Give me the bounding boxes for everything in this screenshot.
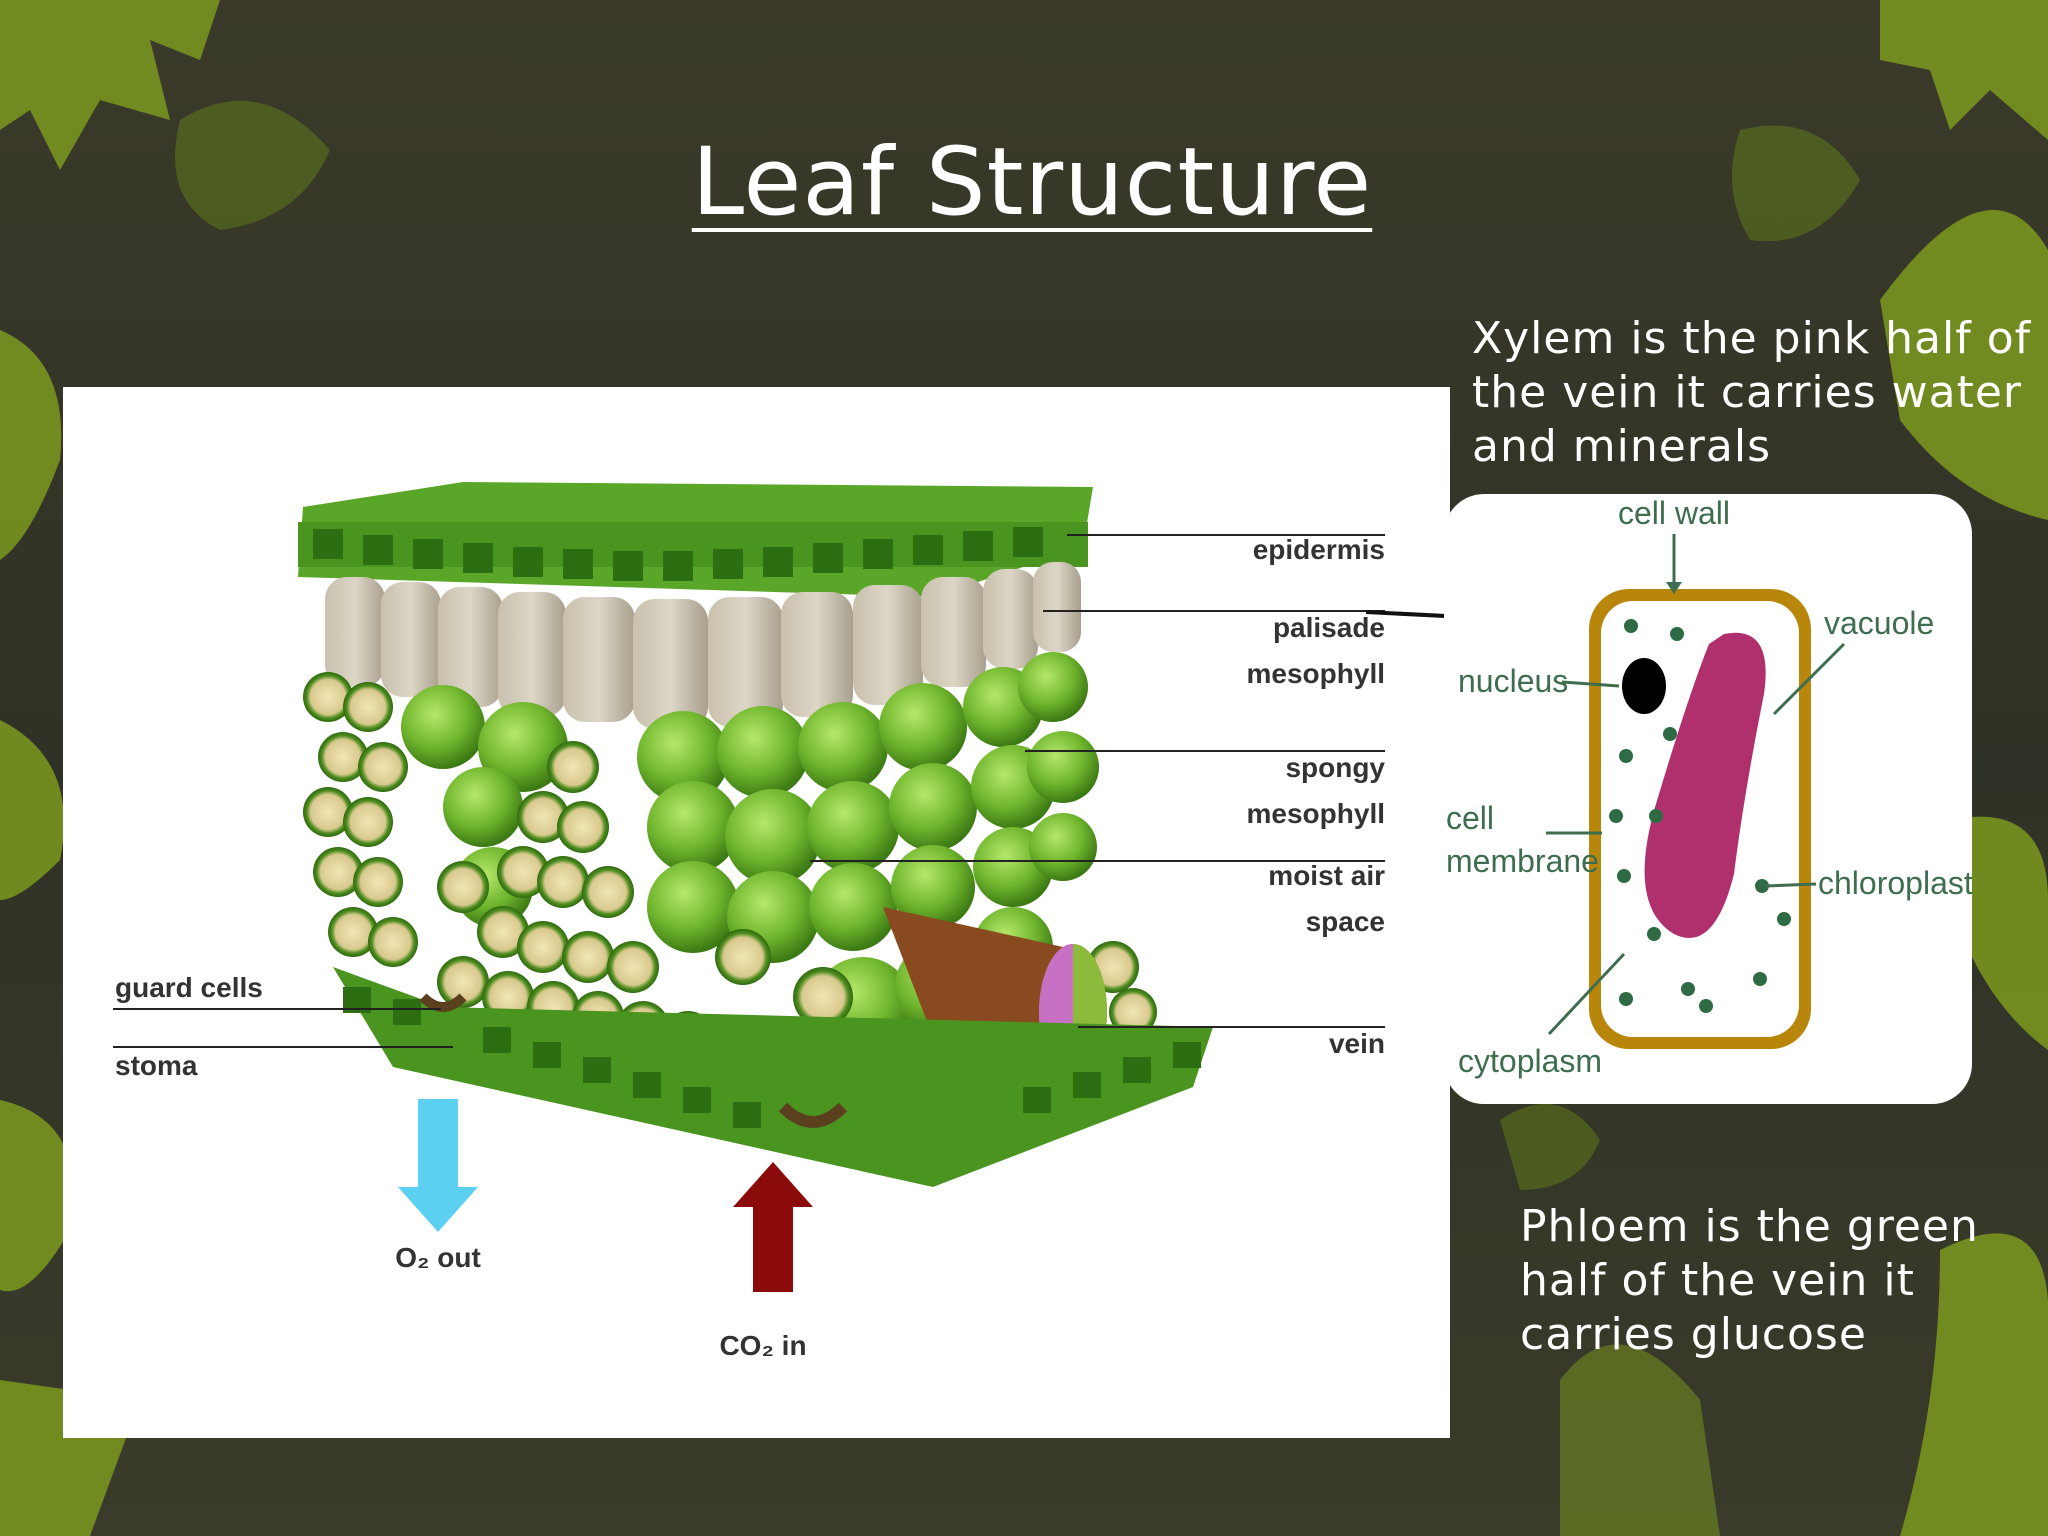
leaf-diagram-panel: epidermis palisade mesophyll spongy meso…: [63, 387, 1450, 1438]
label-space: space: [1306, 906, 1385, 937]
xylem-note: Xylem is the pink half of the vein it ca…: [1472, 313, 2032, 472]
label-palisade-mesophyll: mesophyll: [1247, 658, 1385, 689]
label-o2-out: O₂ out: [395, 1242, 481, 1273]
vacuole: [1644, 632, 1766, 938]
plant-cell-diagram: cell wall vacuole nucleus cell membrane …: [1446, 495, 1972, 1079]
upper-epidermis: [298, 482, 1093, 597]
label-vein: vein: [1329, 1028, 1385, 1059]
plant-cell-panel: cell wall vacuole nucleus cell membrane …: [1444, 494, 1972, 1104]
label-co2-in: CO₂ in: [719, 1330, 806, 1361]
leaf-cross-section: epidermis palisade mesophyll spongy meso…: [113, 482, 1385, 1361]
label-vacuole: vacuole: [1824, 605, 1934, 641]
chloroplasts: [1609, 619, 1791, 1013]
co2-in-arrow: [733, 1162, 813, 1292]
label-membrane: membrane: [1446, 843, 1599, 879]
label-epidermis: epidermis: [1253, 534, 1385, 565]
label-nucleus: nucleus: [1458, 663, 1568, 699]
label-guard-cells: guard cells: [115, 972, 263, 1003]
label-moist-air: moist air: [1268, 860, 1385, 891]
palisade-cells: [325, 562, 1081, 729]
nucleus: [1622, 658, 1666, 714]
label-spongy-mesophyll: mesophyll: [1247, 798, 1385, 829]
label-cell: cell: [1446, 800, 1494, 836]
o2-out-arrow: [398, 1099, 478, 1232]
label-stoma: stoma: [115, 1050, 198, 1081]
phloem-note: Phloem is the green half of the vein it …: [1520, 1201, 1979, 1360]
label-cell-wall: cell wall: [1618, 495, 1730, 531]
label-leader-lines: [113, 534, 1385, 1048]
lower-epidermis: [333, 967, 1213, 1187]
label-cytoplasm: cytoplasm: [1458, 1043, 1602, 1079]
label-chloroplasts: chloroplasts: [1818, 865, 1972, 901]
label-spongy: spongy: [1285, 752, 1385, 783]
label-palisade: palisade: [1273, 612, 1385, 643]
stoma-pore: [419, 993, 467, 1012]
slide-title: Leaf Structure: [691, 128, 1373, 237]
cell-leader-lines: [1546, 534, 1846, 1036]
